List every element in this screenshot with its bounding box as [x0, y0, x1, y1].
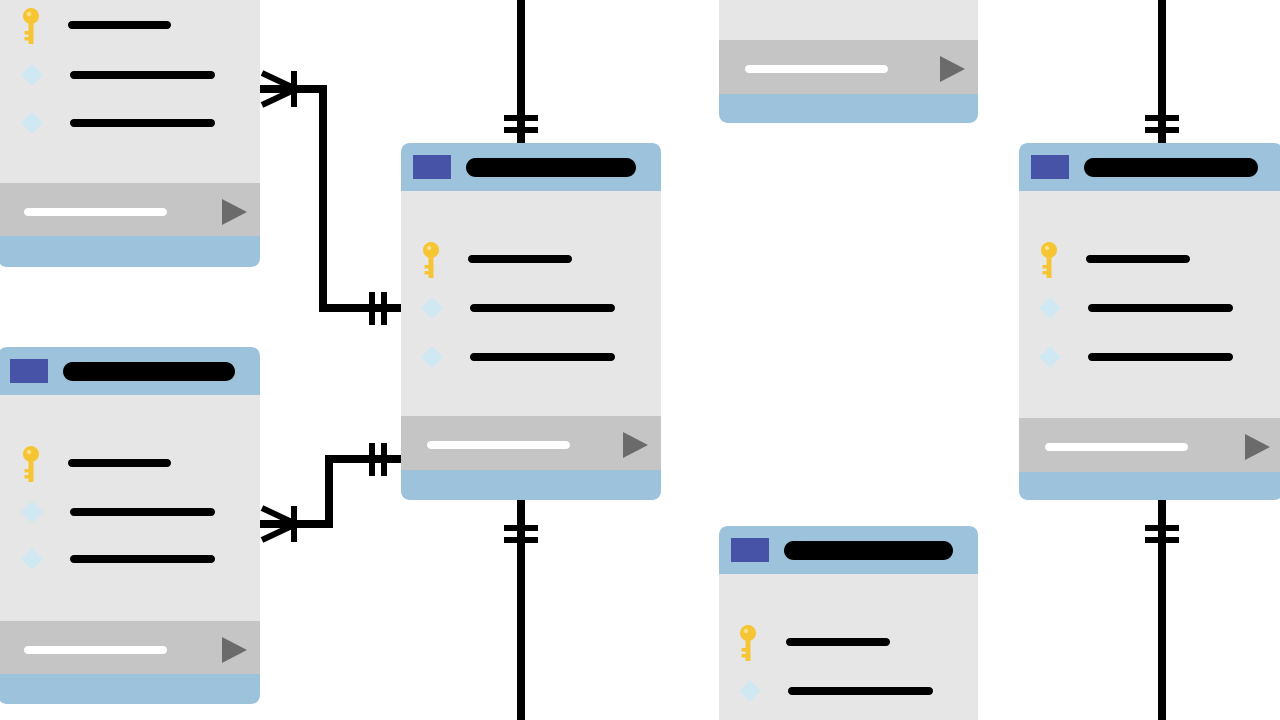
key-icon: [23, 8, 39, 44]
table-bottom-strip: [719, 94, 978, 123]
connectors-layer: [260, 0, 1179, 720]
attribute-diamond-icon: [21, 64, 43, 86]
table-top-right-partial: [719, 0, 978, 123]
attribute-diamond-icon: [21, 501, 43, 523]
table-bottom-strip: [0, 674, 260, 704]
many-end-icon: [260, 505, 304, 543]
table-body: [401, 143, 661, 500]
table-bottom-strip: [1019, 472, 1280, 500]
key-icon: [423, 242, 439, 278]
play-icon: [940, 56, 965, 82]
table-body: [1019, 143, 1280, 500]
table-bottom-strip: [0, 236, 260, 267]
attribute-field-bar: [470, 353, 615, 361]
relationship-top-left-to-center: [260, 85, 401, 312]
table-footer-bar: [1045, 443, 1188, 451]
table-center: [401, 143, 661, 500]
table-bottom-center: [719, 526, 978, 720]
primary-key-field-bar: [786, 638, 890, 646]
table-header-icon: [1031, 155, 1069, 179]
table-body: [0, 347, 260, 704]
table-footer-bar: [427, 441, 570, 449]
table-far-right: [1019, 143, 1280, 500]
table-title-bar: [466, 158, 636, 177]
table-footer-bar: [24, 646, 167, 654]
primary-key-field-bar: [468, 255, 572, 263]
table-top-left: [0, 0, 260, 267]
table-footer-bar: [745, 65, 888, 73]
key-icon: [1041, 242, 1057, 278]
table-title-bar: [784, 541, 953, 560]
play-icon: [1245, 434, 1270, 460]
attribute-diamond-icon: [1039, 346, 1061, 368]
attribute-diamond-icon: [739, 680, 761, 702]
table-footer-bar: [24, 208, 167, 216]
table-body: [719, 526, 978, 720]
attribute-diamond-icon: [1039, 297, 1061, 319]
attribute-diamond-icon: [21, 112, 43, 134]
attribute-field-bar: [70, 119, 215, 127]
play-icon: [222, 637, 247, 663]
primary-key-field-bar: [1086, 255, 1190, 263]
table-mid-left: [0, 347, 260, 704]
table-header-icon: [10, 359, 48, 383]
table-header-icon: [731, 538, 769, 562]
primary-key-field-bar: [68, 459, 171, 467]
attribute-field-bar: [70, 508, 215, 516]
attribute-diamond-icon: [421, 297, 443, 319]
attribute-field-bar: [788, 687, 933, 695]
many-end-icon: [260, 70, 304, 108]
attribute-field-bar: [470, 304, 615, 312]
attribute-diamond-icon: [421, 346, 443, 368]
attribute-field-bar: [70, 71, 215, 79]
key-icon: [23, 446, 39, 482]
play-icon: [222, 199, 247, 225]
attribute-diamond-icon: [21, 548, 43, 570]
play-icon: [623, 432, 648, 458]
attribute-field-bar: [70, 555, 215, 563]
table-title-bar: [63, 362, 235, 381]
primary-key-field-bar: [68, 21, 171, 29]
table-title-bar: [1084, 158, 1258, 177]
table-bottom-strip: [401, 470, 661, 500]
attribute-field-bar: [1088, 353, 1233, 361]
key-icon: [740, 625, 756, 661]
attribute-field-bar: [1088, 304, 1233, 312]
table-header-icon: [413, 155, 451, 179]
